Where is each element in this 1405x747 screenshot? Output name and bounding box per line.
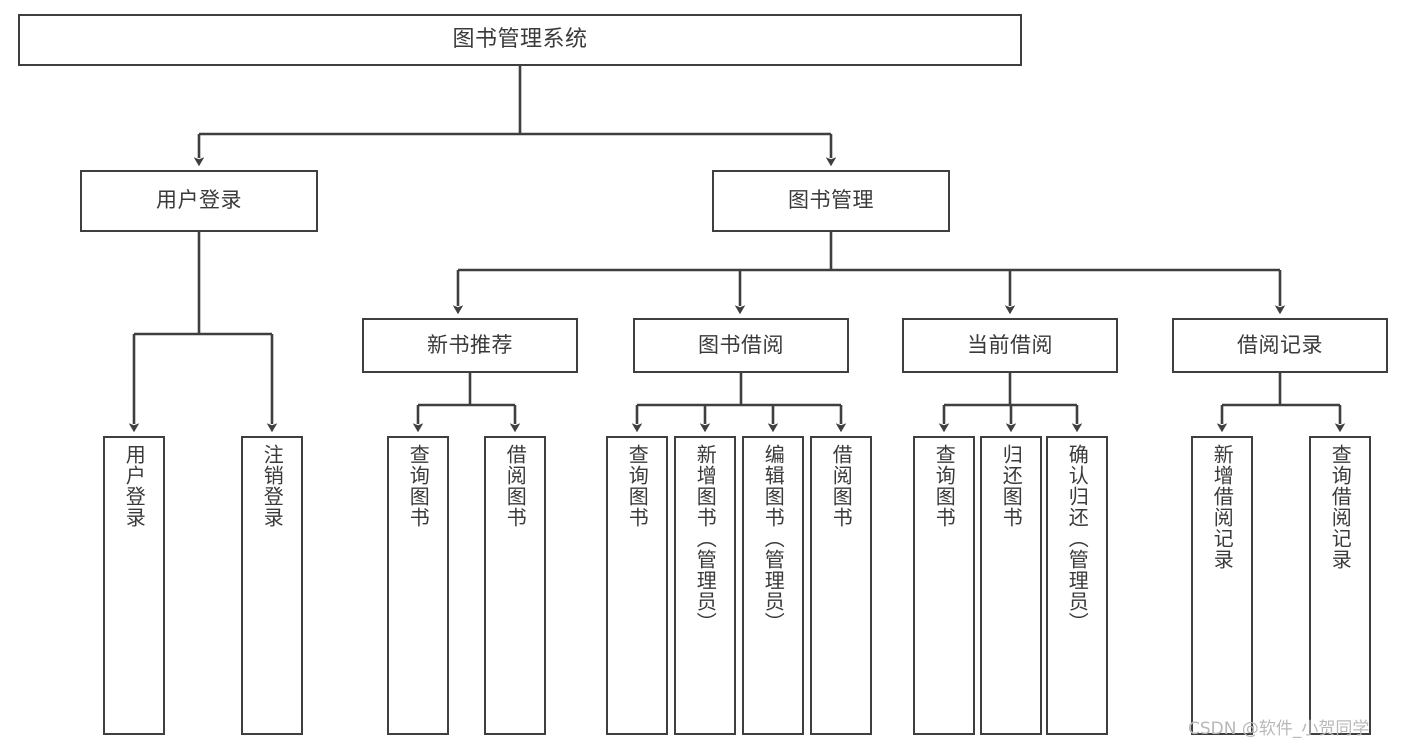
node-current-borrow[interactable]: 当前借阅 [902,318,1118,373]
node-leaf-confirm-return[interactable]: 确认归还（管理员） [1046,436,1108,735]
node-leaf-query-book-3-label: 查询图书 [932,444,957,528]
node-leaf-query-book-2-label: 查询图书 [625,444,650,528]
node-leaf-user-login[interactable]: 用户登录 [103,436,165,735]
node-leaf-add-record-label: 新增借阅记录 [1210,444,1235,570]
node-leaf-logout[interactable]: 注销登录 [241,436,303,735]
node-borrow-record[interactable]: 借阅记录 [1172,318,1388,373]
node-leaf-add-book-label: 新增图书（管理员） [693,444,718,633]
csdn-watermark: CSDN @软件_小贺同学 [1188,719,1370,739]
node-leaf-query-book-3[interactable]: 查询图书 [913,436,975,735]
node-root-label: 图书管理系统 [452,26,588,52]
node-leaf-user-login-label: 用户登录 [122,444,147,528]
node-leaf-return-book[interactable]: 归还图书 [980,436,1042,735]
node-leaf-borrow-book-2[interactable]: 借阅图书 [810,436,872,735]
node-book-manage-label: 图书管理 [788,188,874,213]
node-new-book-rec-label: 新书推荐 [427,332,513,357]
node-leaf-borrow-book-1-label: 借阅图书 [503,444,528,528]
node-leaf-add-record[interactable]: 新增借阅记录 [1191,436,1253,735]
node-borrow-record-label: 借阅记录 [1237,332,1323,357]
node-leaf-query-book-1-label: 查询图书 [406,444,431,528]
node-leaf-query-book-2[interactable]: 查询图书 [606,436,668,735]
node-new-book-rec[interactable]: 新书推荐 [362,318,578,373]
node-leaf-borrow-book-1[interactable]: 借阅图书 [484,436,546,735]
node-leaf-confirm-return-label: 确认归还（管理员） [1065,444,1090,633]
node-leaf-query-record-label: 查询借阅记录 [1328,444,1353,570]
node-current-borrow-label: 当前借阅 [967,332,1053,357]
node-book-manage[interactable]: 图书管理 [712,170,950,232]
node-leaf-query-record[interactable]: 查询借阅记录 [1309,436,1371,735]
node-leaf-query-book-1[interactable]: 查询图书 [387,436,449,735]
node-leaf-add-book[interactable]: 新增图书（管理员） [674,436,736,735]
node-book-borrow-label: 图书借阅 [698,332,784,357]
node-user-login-label: 用户登录 [156,188,242,213]
node-leaf-edit-book[interactable]: 编辑图书（管理员） [742,436,804,735]
node-book-borrow[interactable]: 图书借阅 [633,318,849,373]
node-user-login[interactable]: 用户登录 [80,170,318,232]
node-root[interactable]: 图书管理系统 [18,14,1022,66]
node-leaf-logout-label: 注销登录 [260,444,285,528]
node-leaf-borrow-book-2-label: 借阅图书 [829,444,854,528]
node-leaf-return-book-label: 归还图书 [999,444,1024,528]
node-leaf-edit-book-label: 编辑图书（管理员） [761,444,786,633]
